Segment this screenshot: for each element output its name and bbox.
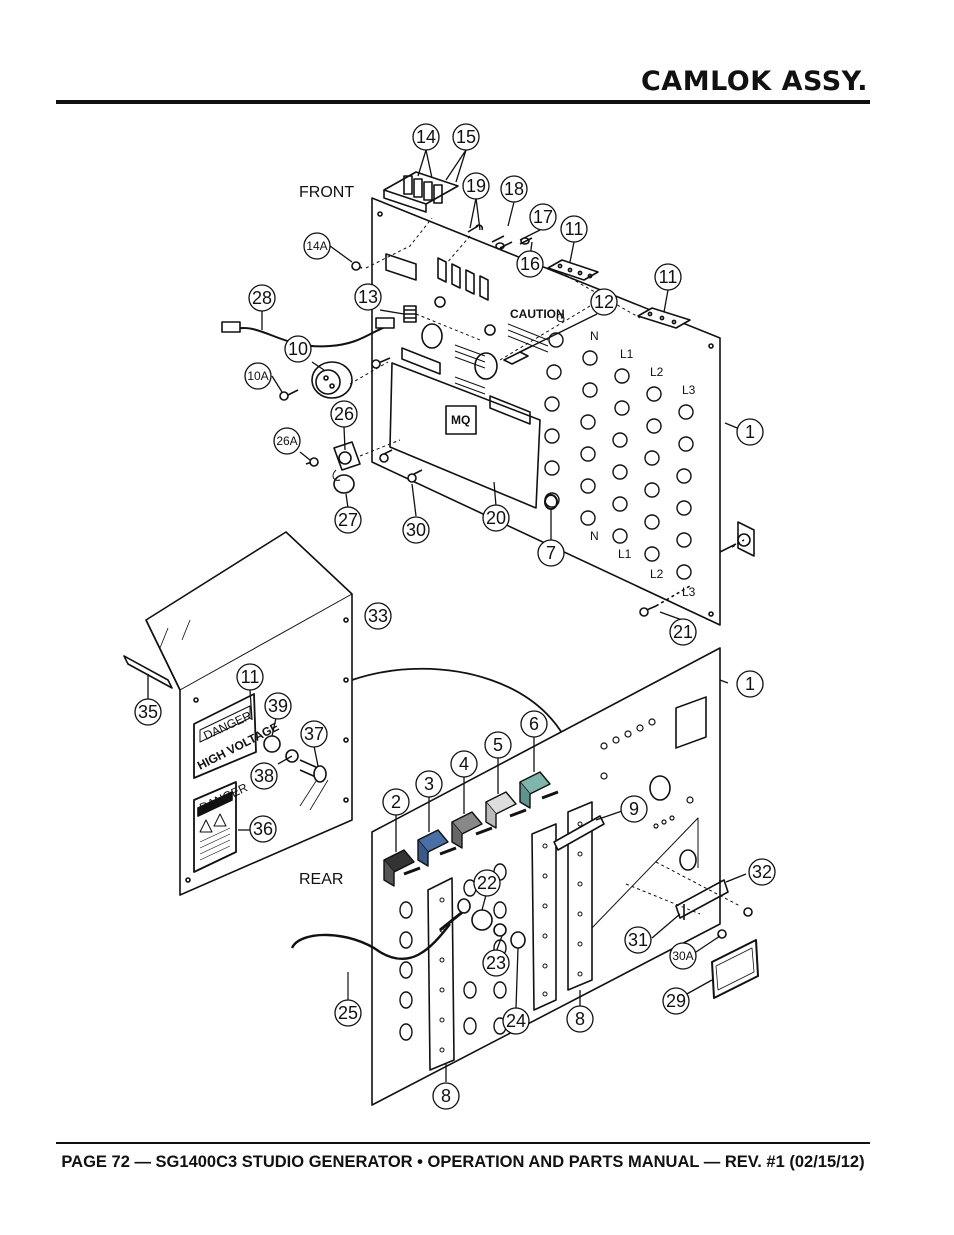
- svg-text:24: 24: [506, 1011, 526, 1031]
- svg-text:8: 8: [575, 1009, 585, 1029]
- svg-text:12: 12: [594, 292, 614, 312]
- svg-text:36: 36: [253, 819, 273, 839]
- svg-text:N: N: [590, 529, 599, 543]
- svg-text:39: 39: [268, 696, 288, 716]
- svg-text:1: 1: [745, 674, 755, 694]
- svg-text:18: 18: [504, 179, 524, 199]
- receptacle-column-n: [580, 350, 598, 526]
- front-panel: MQ CAUTION G N L1 L2 L3 N L1 L2 L3: [371, 197, 755, 626]
- svg-text:28: 28: [252, 288, 272, 308]
- svg-text:L3: L3: [682, 383, 696, 397]
- receptacle-column-l3: [676, 404, 694, 580]
- svg-text:5: 5: [493, 735, 503, 755]
- svg-text:21: 21: [673, 622, 693, 642]
- svg-text:L1: L1: [618, 547, 632, 561]
- front-hardware: [221, 171, 691, 617]
- page-title: CAMLOK ASSY.: [640, 66, 868, 97]
- svg-text:3: 3: [424, 774, 434, 794]
- svg-text:L1: L1: [620, 347, 634, 361]
- svg-text:7: 7: [546, 543, 556, 563]
- svg-text:2: 2: [391, 792, 401, 812]
- svg-text:11: 11: [565, 219, 584, 239]
- svg-text:4: 4: [459, 754, 469, 774]
- svg-text:19: 19: [466, 176, 486, 196]
- svg-text:11: 11: [241, 667, 260, 687]
- svg-text:26A: 26A: [276, 434, 297, 448]
- svg-text:25: 25: [338, 1003, 358, 1023]
- cover-panel: DANGER HIGH VOLTAGE DANGER: [123, 531, 583, 896]
- rear-label: REAR: [299, 871, 343, 888]
- mq-logo: [445, 405, 477, 435]
- svg-text:1: 1: [745, 422, 755, 442]
- receptacle-column-l1: [612, 368, 630, 544]
- svg-text:37: 37: [304, 724, 324, 744]
- svg-text:9: 9: [629, 799, 639, 819]
- svg-text:8: 8: [441, 1086, 451, 1106]
- svg-text:L3: L3: [682, 585, 696, 599]
- svg-text:L2: L2: [650, 567, 664, 581]
- svg-text:MQ: MQ: [451, 413, 470, 427]
- svg-text:10A: 10A: [247, 369, 268, 383]
- callout-numbers: 14 15 19 18 17 11 16 14A 11 28 13 12 10 …: [138, 127, 772, 1106]
- svg-text:20: 20: [486, 508, 506, 528]
- page-footer: PAGE 72 — SG1400C3 STUDIO GENERATOR • OP…: [61, 1153, 865, 1171]
- receptacle-column-g: [544, 332, 564, 508]
- svg-text:L2: L2: [650, 365, 664, 379]
- svg-text:17: 17: [533, 207, 553, 227]
- svg-text:32: 32: [752, 862, 772, 882]
- svg-text:35: 35: [138, 702, 158, 722]
- rear-panel: [290, 647, 759, 1106]
- header-rule: [56, 100, 870, 104]
- svg-text:G: G: [556, 311, 565, 325]
- svg-text:14A: 14A: [306, 239, 327, 253]
- front-label: FRONT: [299, 184, 354, 201]
- callouts: [134, 123, 776, 1110]
- svg-text:14: 14: [416, 127, 436, 147]
- svg-text:27: 27: [338, 510, 358, 530]
- svg-text:N: N: [590, 329, 599, 343]
- svg-text:30A: 30A: [672, 949, 693, 963]
- svg-text:10: 10: [288, 339, 308, 359]
- footer-rule: [56, 1142, 870, 1144]
- svg-text:15: 15: [456, 127, 476, 147]
- svg-text:22: 22: [477, 873, 497, 893]
- svg-text:6: 6: [529, 714, 539, 734]
- svg-text:29: 29: [666, 991, 686, 1011]
- svg-text:23: 23: [486, 953, 506, 973]
- svg-text:33: 33: [368, 606, 388, 626]
- receptacle-column-l2: [644, 386, 662, 562]
- svg-text:26: 26: [334, 404, 354, 424]
- svg-text:38: 38: [254, 766, 274, 786]
- svg-text:16: 16: [520, 254, 540, 274]
- svg-text:13: 13: [358, 287, 378, 307]
- svg-text:CAUTION: CAUTION: [510, 307, 565, 321]
- svg-text:31: 31: [628, 930, 648, 950]
- svg-text:11: 11: [659, 267, 678, 287]
- svg-text:30: 30: [406, 520, 426, 540]
